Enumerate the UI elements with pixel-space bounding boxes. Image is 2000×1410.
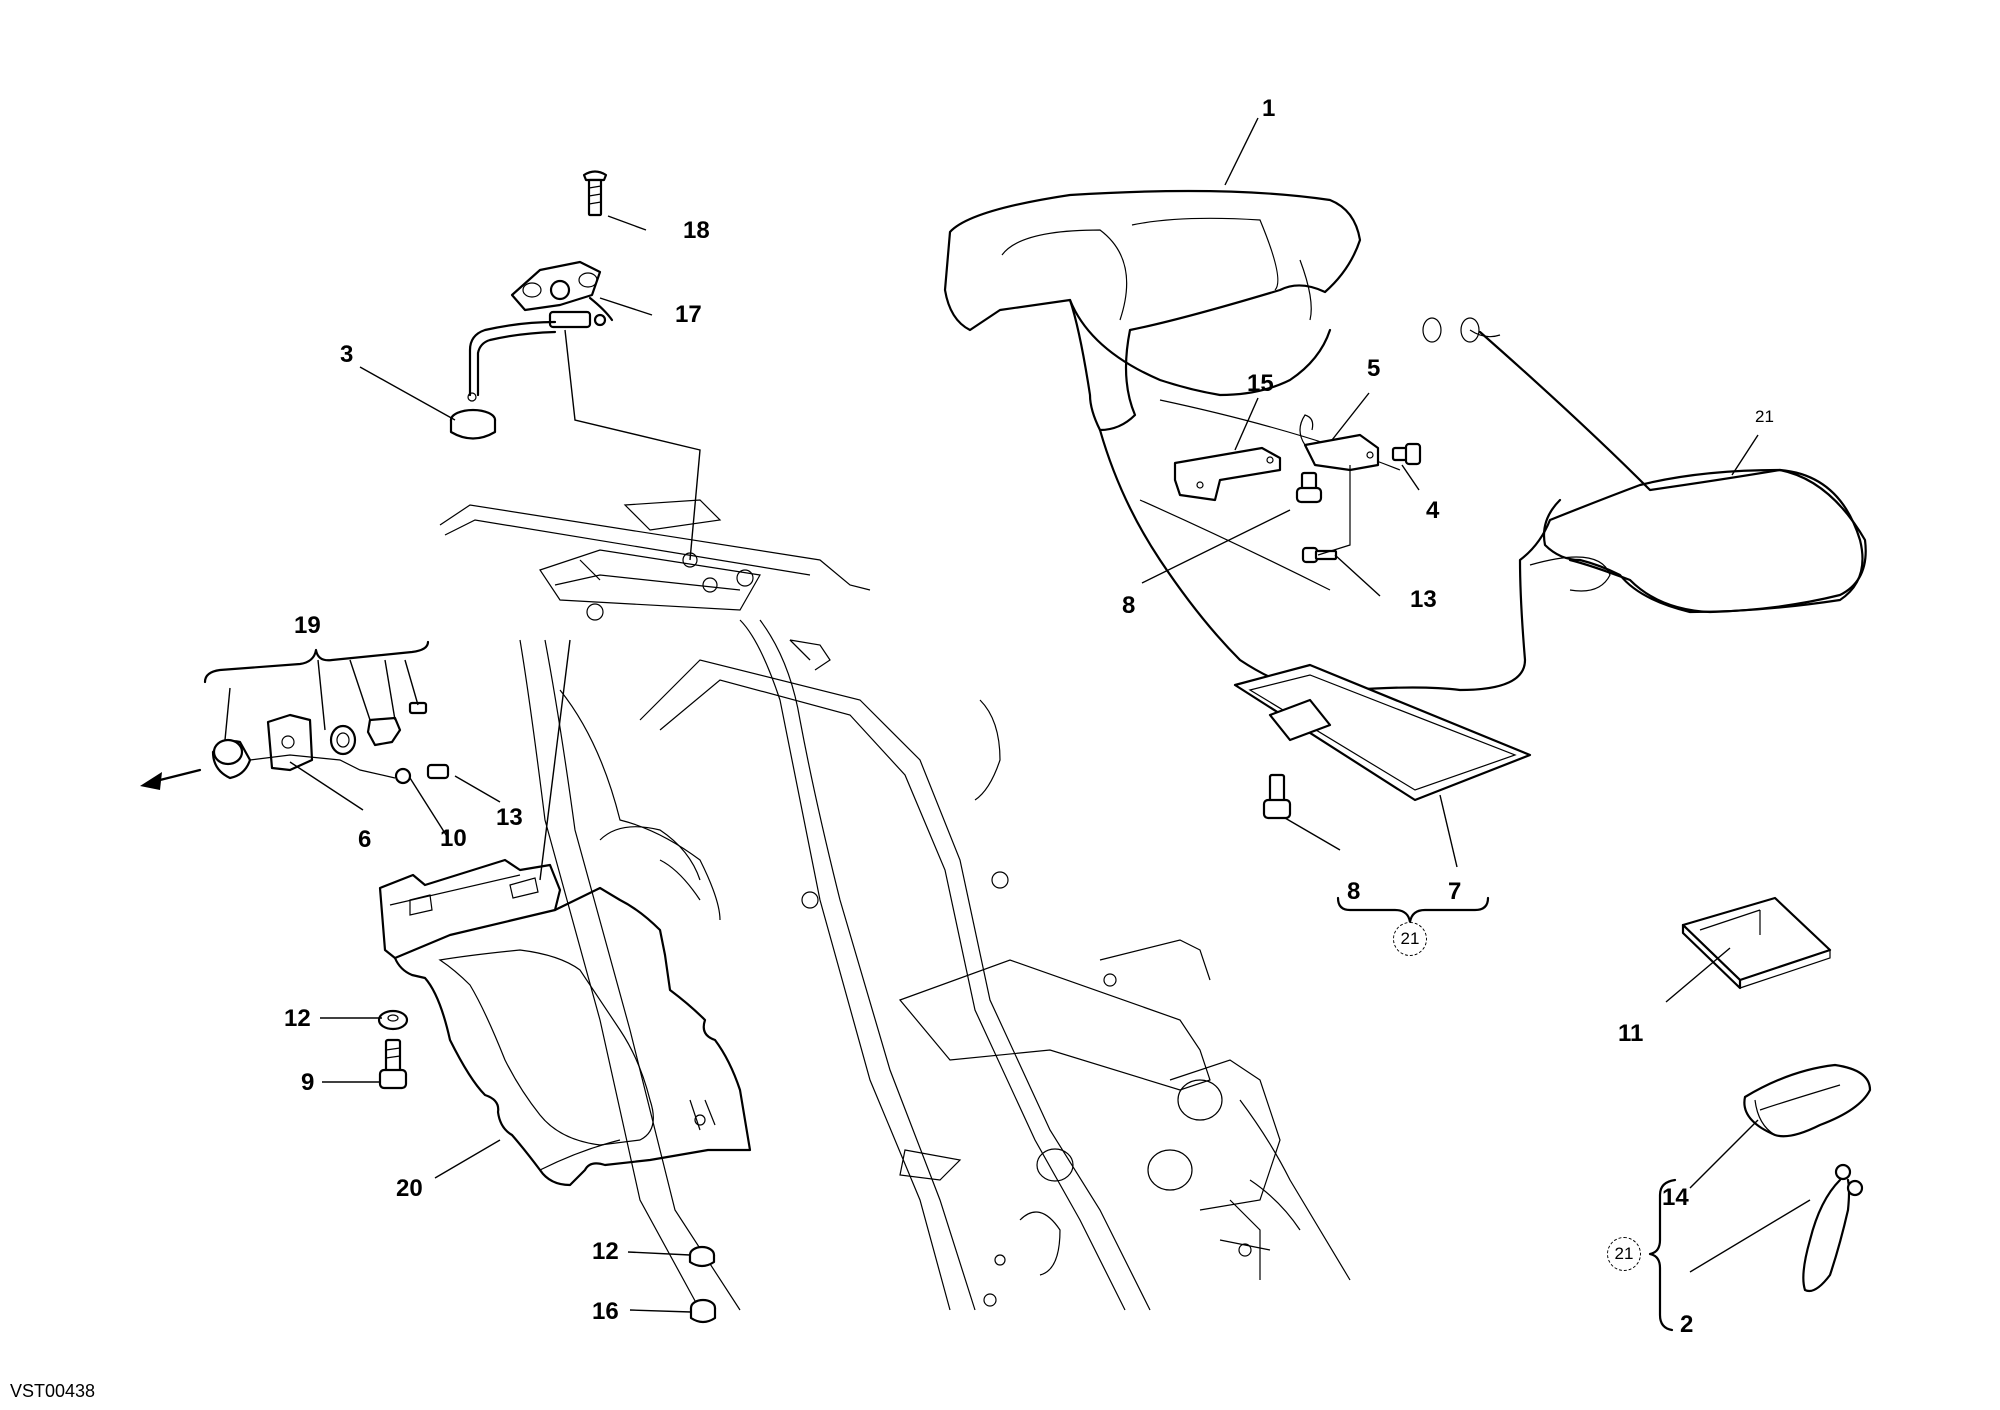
callout-4: 4 [1426, 497, 1440, 524]
callout-17: 17 [675, 301, 702, 328]
latch-17 [510, 260, 614, 329]
callout-16: 16 [592, 1298, 619, 1325]
seat [1478, 330, 1864, 614]
callout-8-upper: 8 [1122, 592, 1136, 619]
callout-5: 5 [1367, 355, 1381, 382]
callout-3: 3 [340, 341, 354, 368]
screw-13-right [1301, 546, 1338, 564]
screw-18 [582, 170, 608, 217]
callout-14: 14 [1662, 1184, 1689, 1211]
manual-11 [1681, 896, 1832, 990]
washer-12-upper [377, 1009, 409, 1031]
kit-ref-21-cable: 21 [1607, 1237, 1641, 1271]
bolt-8-lower [1262, 773, 1292, 820]
tray-panel [1233, 663, 1532, 802]
cable-2 [1802, 1163, 1864, 1293]
pad-14 [1743, 1063, 1872, 1138]
callout-18: 18 [683, 217, 710, 244]
callout-11: 11 [1618, 1020, 1644, 1047]
kit-ref-21-seat: 21 [1393, 922, 1427, 956]
callout-15: 15 [1247, 370, 1274, 397]
bolt-8-upper [1295, 471, 1323, 504]
screw-9 [378, 1038, 408, 1090]
direction-arrow [140, 768, 202, 790]
callout-2: 2 [1680, 1311, 1694, 1338]
rubber-3 [449, 408, 497, 440]
callout-20: 20 [396, 1175, 423, 1202]
callout-12-upper: 12 [284, 1005, 311, 1032]
cable-3 [467, 320, 557, 402]
lock-19 [211, 701, 450, 785]
callout-12-lower: 12 [592, 1238, 619, 1265]
callout-21: 21 [1755, 407, 1774, 426]
drawing-code: VST00438 [10, 1381, 96, 1401]
screw-4 [1391, 442, 1422, 466]
callout-13-left: 13 [496, 804, 523, 831]
bracket-5 [1299, 414, 1380, 472]
bracket-15 [1173, 446, 1282, 502]
callout-10: 10 [440, 825, 467, 852]
callout-9: 9 [301, 1069, 315, 1096]
callout-13-right: 13 [1410, 586, 1437, 613]
callout-8-lower: 8 [1347, 878, 1361, 905]
leader-lines [203, 117, 1811, 1332]
callout-7: 7 [1448, 878, 1462, 905]
washer-12-lower [688, 1245, 716, 1268]
seat-cowl [943, 189, 1867, 694]
nut-16 [689, 1298, 717, 1324]
callout-1: 1 [1262, 95, 1276, 122]
rear-subframe [439, 499, 1351, 1311]
tray-20 [378, 858, 752, 1187]
callout-6: 6 [358, 826, 372, 853]
callout-19: 19 [294, 612, 321, 639]
